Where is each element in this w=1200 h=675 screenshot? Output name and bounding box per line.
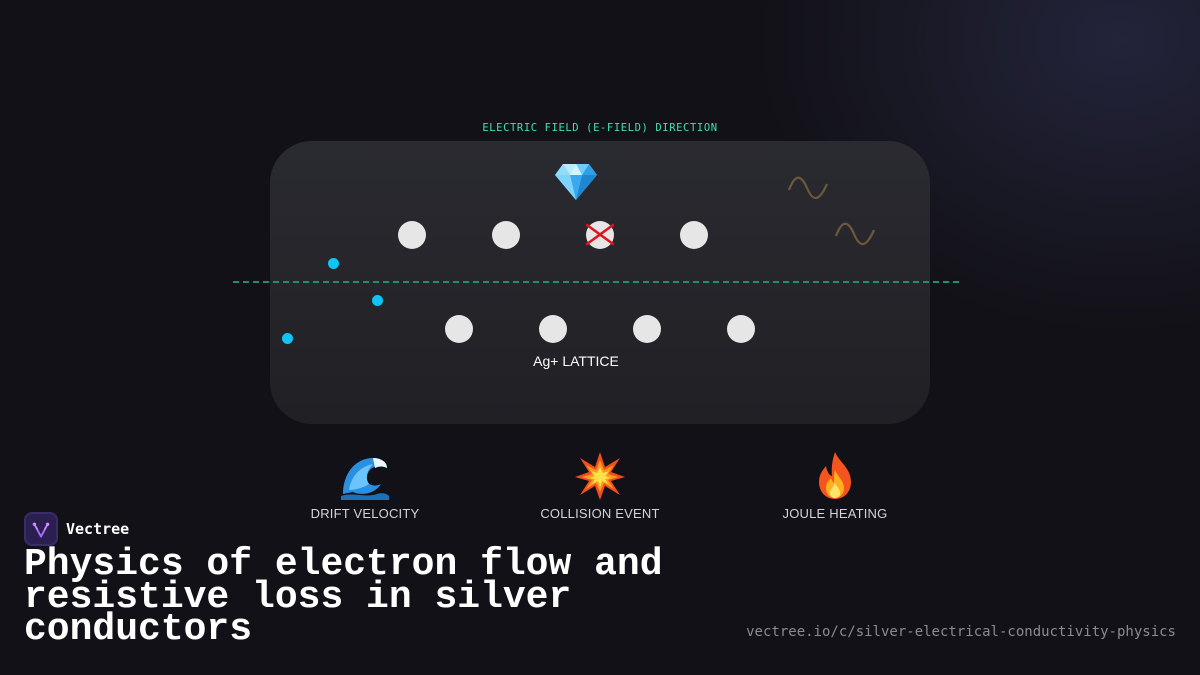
page-title: Physics of electron flow and resistive l… xyxy=(24,543,663,651)
ag-ion xyxy=(680,221,708,249)
legend-item-drift-velocity: DRIFT VELOCITY xyxy=(275,450,455,521)
ag-ion xyxy=(727,315,755,343)
ag-ion xyxy=(445,315,473,343)
legend-label: DRIFT VELOCITY xyxy=(310,506,420,521)
page-url: vectree.io/c/silver-electrical-conductiv… xyxy=(746,624,1176,640)
lattice-label: Ag+ LATTICE xyxy=(533,353,619,369)
brand: Vectree xyxy=(24,512,129,546)
legend-label: COLLISION EVENT xyxy=(540,506,660,521)
electron xyxy=(328,258,339,269)
brand-name: Vectree xyxy=(66,520,130,538)
electron xyxy=(282,333,293,344)
gem-icon xyxy=(555,164,597,200)
red-x-icon xyxy=(586,223,614,246)
ag-ion xyxy=(633,315,661,343)
heat-wave-icon xyxy=(834,222,876,246)
collision-icon xyxy=(575,452,625,500)
ag-ion xyxy=(398,221,426,249)
ag-ion xyxy=(492,221,520,249)
vectree-logo-icon xyxy=(24,512,58,546)
ag-ion xyxy=(539,315,567,343)
legend-label: JOULE HEATING xyxy=(782,506,888,521)
field-direction-caption: ELECTRIC FIELD (E-FIELD) DIRECTION xyxy=(482,122,718,134)
wave-icon xyxy=(341,458,389,500)
fire-icon xyxy=(819,452,851,499)
heat-wave-icon xyxy=(787,176,829,200)
legend-item-collision-event: COLLISION EVENT xyxy=(510,450,690,521)
ag-ion-collided xyxy=(586,221,614,249)
legend-item-joule-heating: JOULE HEATING xyxy=(745,450,925,521)
electron xyxy=(372,295,383,306)
electric-field-line xyxy=(233,281,959,283)
